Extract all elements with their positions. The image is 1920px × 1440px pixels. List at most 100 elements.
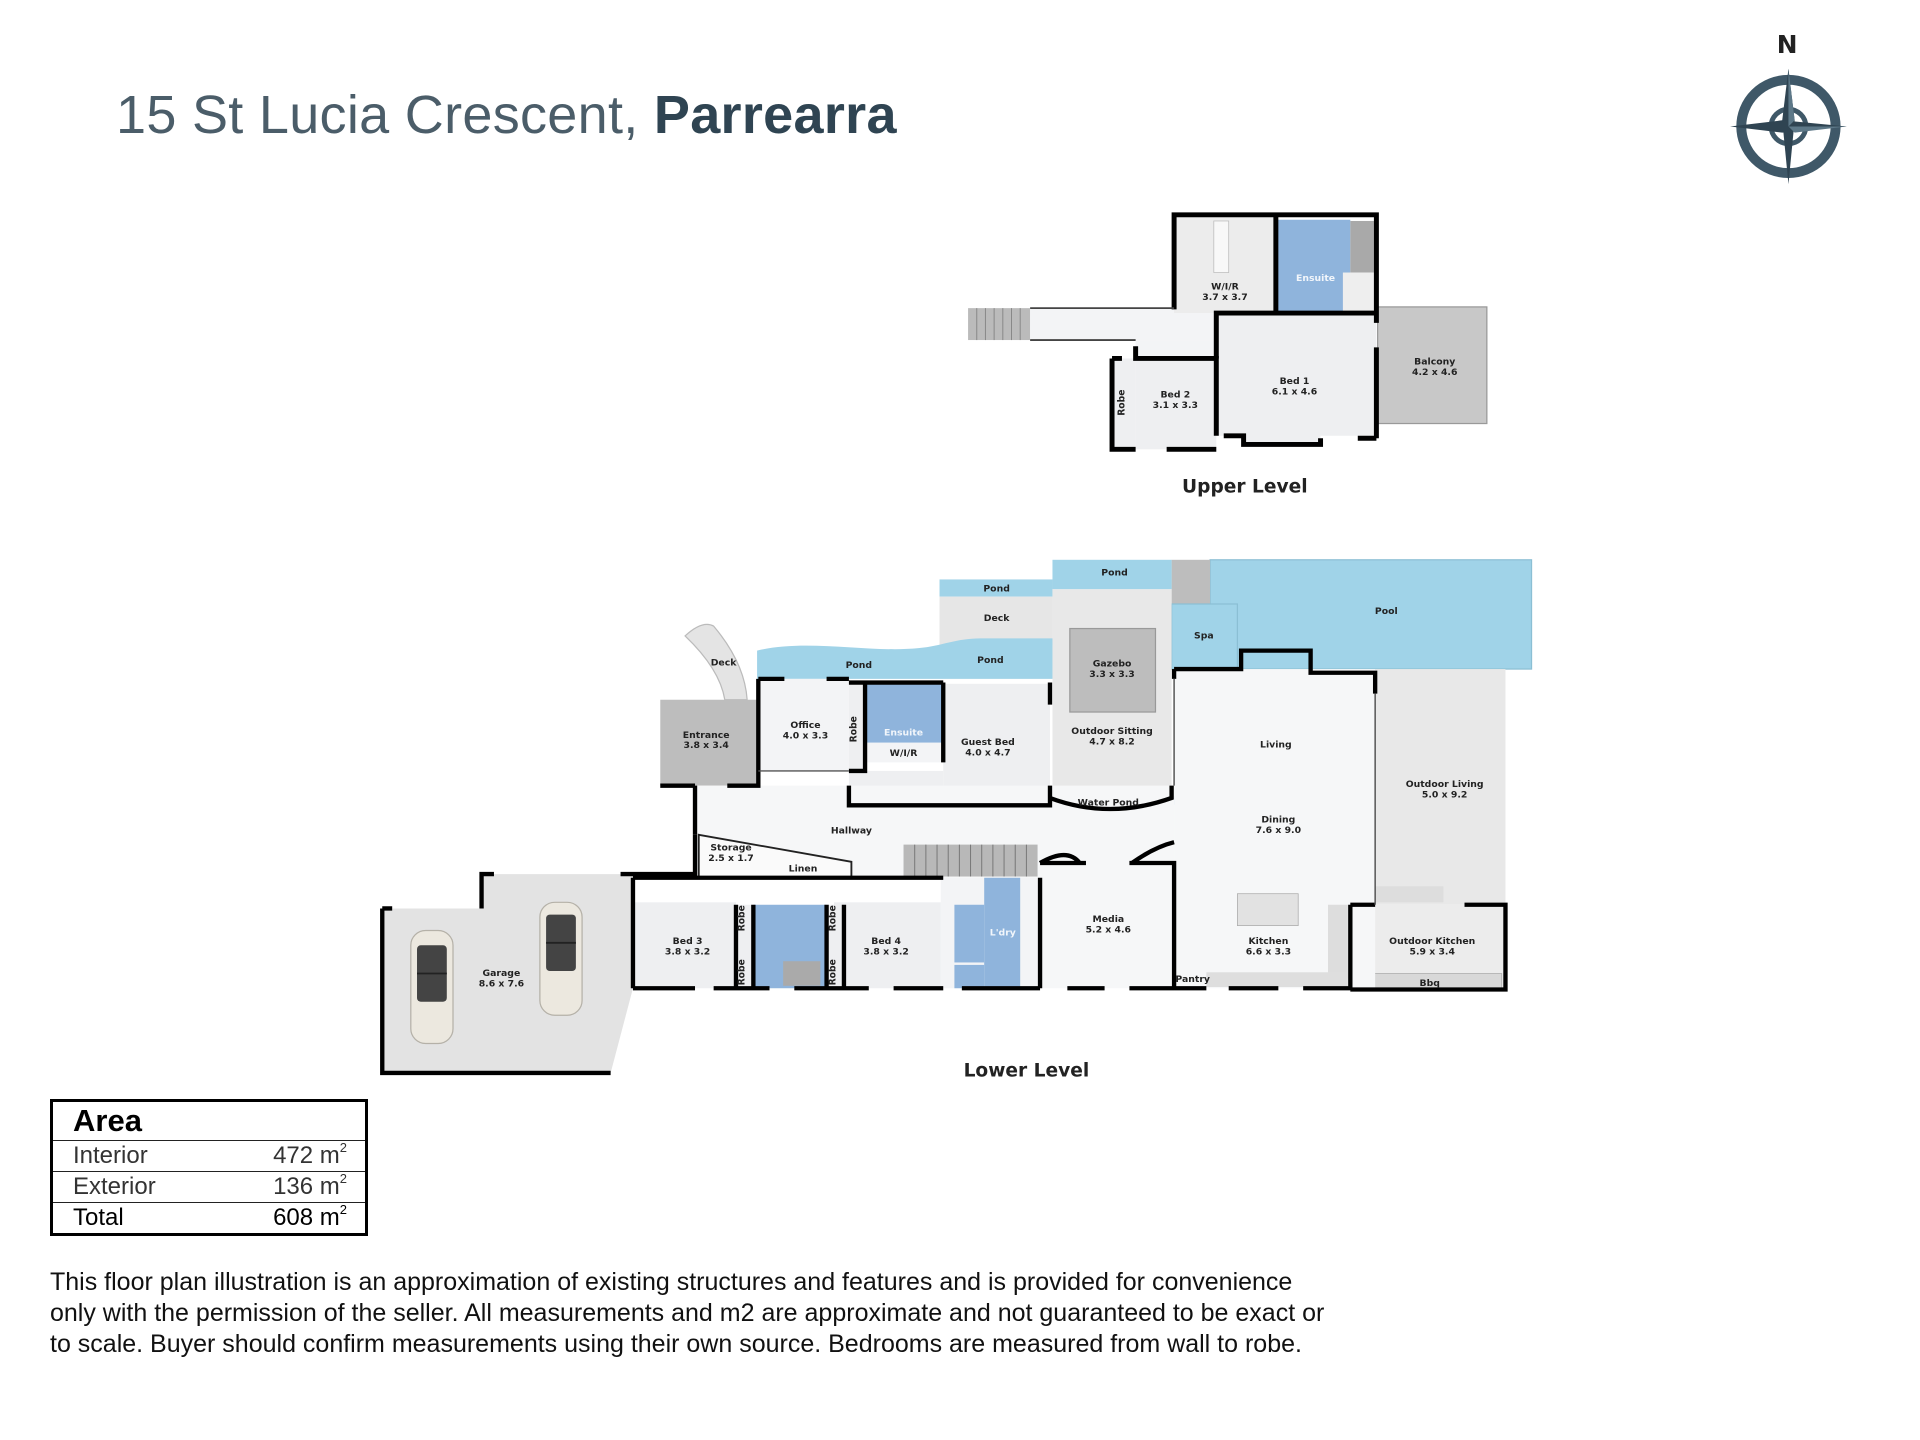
car-icon — [410, 929, 454, 1045]
room-label: Office — [790, 720, 820, 731]
room-robe-upper — [1112, 358, 1136, 450]
room-label: Pond — [977, 655, 1003, 666]
pond-north — [1052, 559, 1172, 590]
area-row-total: Total 608 m2 — [53, 1202, 365, 1233]
room-balcony — [1377, 306, 1488, 425]
room-bed-1 — [1216, 313, 1377, 445]
address: 15 St Lucia Crescent, — [116, 85, 639, 145]
lower-level-title: Lower Level — [964, 1061, 1090, 1082]
room-label: Storage — [710, 843, 751, 854]
room-label: Deck — [984, 613, 1011, 624]
room-label: Bbq — [1420, 978, 1440, 989]
room-label: Bed 2 — [1160, 390, 1190, 401]
deck-curved — [684, 623, 748, 701]
upper-level-plan — [968, 212, 1488, 452]
room-dimensions: 4.2 x 4.6 — [1412, 367, 1457, 378]
area-table-title: Area — [73, 1103, 142, 1138]
room-dimensions: 3.7 x 3.7 — [1202, 292, 1247, 303]
outdoor-living — [1375, 669, 1506, 905]
disclaimer-line: to scale. Buyer should confirm measureme… — [50, 1330, 1302, 1358]
room-media — [1040, 863, 1175, 989]
pond-curved — [757, 638, 1053, 679]
room-label: Pantry — [1175, 974, 1210, 985]
room-label: Guest Bed — [961, 737, 1015, 748]
car-icon — [539, 901, 583, 1016]
room-dimensions: 3.1 x 3.3 — [1153, 400, 1198, 411]
room-label: L'dry — [990, 927, 1016, 938]
room-dimensions: 4.7 x 8.2 — [1089, 737, 1134, 748]
room-dimensions: 7.6 x 9.0 — [1256, 825, 1301, 836]
area-label: Interior — [73, 1142, 148, 1169]
room-label: Bed 1 — [1280, 376, 1310, 387]
room-label: Pond — [983, 584, 1009, 595]
suburb: Parrearra — [653, 85, 897, 145]
upper-level-title: Upper Level — [1182, 476, 1308, 497]
room-dimensions: 6.1 x 4.6 — [1272, 387, 1317, 398]
disclaimer-line: only with the permission of the seller. … — [50, 1299, 1325, 1327]
room-label: Ensuite — [1296, 273, 1335, 284]
room-dimensions: 5.9 x 3.4 — [1410, 947, 1456, 958]
room-label: Robe — [737, 905, 748, 931]
deck-north — [939, 596, 1053, 646]
room-label: Deck — [711, 657, 738, 668]
room-label: Bed 3 — [673, 936, 703, 947]
room-dimensions: 4.0 x 3.3 — [783, 730, 828, 741]
room-ensuite-lower — [865, 683, 944, 743]
room-label: Water Pond — [1078, 797, 1139, 808]
room-bed-2 — [1135, 358, 1217, 450]
room-dimensions: 6.6 x 3.3 — [1246, 947, 1291, 958]
room-label: Spa — [1194, 630, 1214, 641]
room-label: Linen — [789, 864, 818, 875]
area-value: 472 m2 — [273, 1140, 347, 1169]
room-label: Dining — [1261, 815, 1295, 826]
room-office — [758, 678, 849, 771]
gazebo — [1069, 627, 1157, 713]
room-dimensions: 4.0 x 4.7 — [965, 748, 1010, 759]
room-label: Outdoor Sitting — [1071, 726, 1152, 737]
page-title: 15 St Lucia Crescent, Parrearra — [116, 84, 897, 146]
lower-level-plan — [380, 559, 1533, 1076]
room-label: Robe — [827, 905, 838, 931]
room-label: Outdoor Living — [1406, 779, 1484, 790]
area-label: Total — [73, 1204, 124, 1231]
room-label: Living — [1260, 740, 1292, 751]
room-label: Robe — [737, 959, 748, 985]
room-label: Robe — [848, 716, 859, 742]
room-label: Media — [1092, 914, 1124, 925]
room-label: Entrance — [683, 730, 730, 741]
room-label: W/I/R — [1211, 282, 1239, 293]
room-label: Outdoor Kitchen — [1389, 936, 1475, 947]
kitchen-island — [1237, 893, 1299, 926]
upper-stairs — [968, 308, 1031, 341]
disclaimer-line: This floor plan illustration is an appro… — [50, 1268, 1293, 1296]
room-label: Ensuite — [884, 727, 923, 738]
spa — [1170, 603, 1239, 670]
room-dimensions: 3.3 x 3.3 — [1089, 669, 1134, 680]
pond-north-west — [939, 579, 1053, 597]
room-label: Pond — [846, 660, 872, 671]
room-label: Gazebo — [1093, 659, 1132, 670]
room-label: Robe — [827, 959, 838, 985]
room-dimensions: 8.6 x 7.6 — [479, 978, 524, 989]
room-label: Balcony — [1414, 357, 1455, 368]
room-label: Pond — [1101, 568, 1127, 579]
room-dimensions: 5.2 x 4.6 — [1086, 924, 1131, 935]
compass-north-label: N — [1777, 30, 1798, 59]
room-bed-4 — [834, 902, 941, 989]
area-value: 608 m2 — [273, 1202, 347, 1231]
disclaimer: This floor plan illustration is an appro… — [50, 1267, 1324, 1360]
entrance — [660, 699, 759, 786]
room-label: Kitchen — [1248, 936, 1288, 947]
compass-rose-icon: N — [1730, 30, 1847, 185]
room-guest-bed — [943, 683, 1050, 806]
room-ensuite-upper — [1275, 219, 1351, 314]
area-row-interior: Interior 472 m2 — [53, 1140, 365, 1171]
room-dimensions: 3.8 x 3.4 — [683, 740, 729, 751]
room-label: Garage — [483, 968, 521, 979]
room-dimensions: 2.5 x 1.7 — [708, 853, 753, 864]
room-label: Pool — [1375, 606, 1398, 617]
